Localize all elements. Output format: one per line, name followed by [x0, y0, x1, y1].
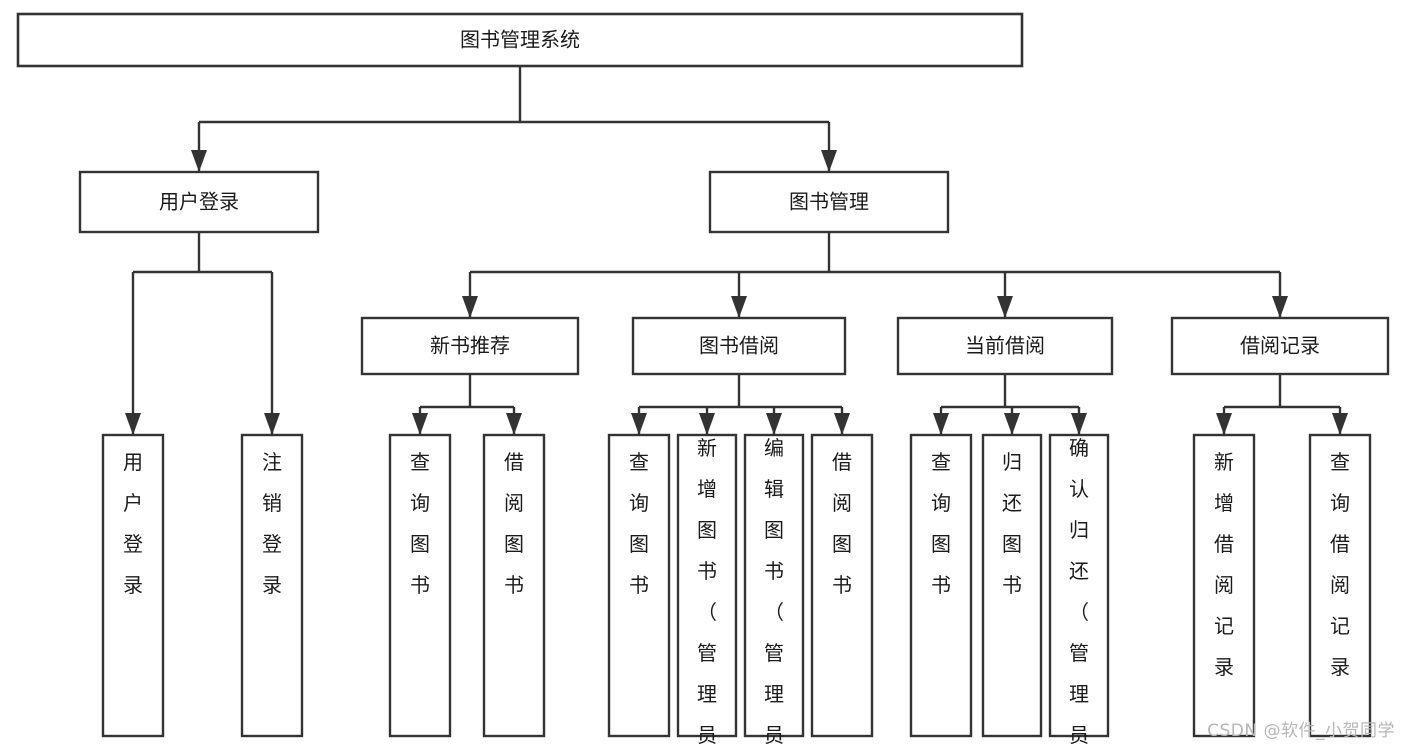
node-借阅图书[interactable]: 借阅图书: [810, 433, 874, 738]
node-注销登录[interactable]: 注销登录: [240, 433, 304, 738]
arrow-head-icon: [1216, 413, 1232, 435]
arrow-head-icon: [506, 413, 522, 435]
arrow-head-icon: [834, 413, 850, 435]
node-box[interactable]: [676, 433, 738, 738]
node-当前借阅[interactable]: 当前借阅: [896, 316, 1114, 376]
node-label: 查询借阅记录: [1330, 450, 1350, 679]
watermark-label: CSDN @软件_小贺同学: [1207, 721, 1395, 741]
node-label: 图书管理系统: [460, 28, 580, 52]
arrow-head-icon: [462, 296, 478, 318]
arrow-head-icon: [821, 150, 837, 172]
arrow-head-icon: [264, 413, 280, 435]
node-归还图书[interactable]: 归还图书: [981, 433, 1043, 738]
node-label: 查询图书: [931, 450, 951, 597]
connector-layer: [125, 66, 1348, 435]
node-查询借阅记录[interactable]: 查询借阅记录: [1308, 433, 1372, 738]
node-用户登录[interactable]: 用户登录: [78, 170, 320, 234]
node-label: 新书推荐: [430, 334, 510, 358]
node-label: 确认归还（管理员）: [1069, 436, 1089, 747]
node-label: 编辑图书（管理员）: [764, 436, 784, 747]
node-label: 借阅图书: [832, 450, 852, 597]
arrow-head-icon: [412, 413, 428, 435]
node-label: 图书借阅: [699, 334, 779, 358]
node-借阅记录[interactable]: 借阅记录: [1170, 316, 1390, 376]
node-box[interactable]: [896, 316, 1114, 376]
node-图书借阅[interactable]: 图书借阅: [631, 316, 847, 376]
node-新增图书管理员[interactable]: 新增图书（管理员）: [676, 433, 738, 747]
node-box[interactable]: [1170, 316, 1390, 376]
node-box[interactable]: [1192, 433, 1256, 738]
arrow-head-icon: [1332, 413, 1348, 435]
node-box[interactable]: [240, 433, 304, 738]
node-box[interactable]: [981, 433, 1043, 738]
arrow-head-icon: [997, 296, 1013, 318]
node-layer: 图书管理系统用户登录用户登录注销登录图书管理新书推荐查询图书借阅图书图书借阅查询…: [16, 12, 1390, 747]
node-label: 借阅图书: [504, 450, 524, 597]
arrow-head-icon: [631, 413, 647, 435]
node-label: 借阅记录: [1240, 334, 1320, 358]
arrow-head-icon: [125, 413, 141, 435]
node-图书管理系统[interactable]: 图书管理系统: [16, 12, 1024, 68]
node-box[interactable]: [101, 433, 165, 738]
node-编辑图书管理员[interactable]: 编辑图书（管理员）: [743, 433, 805, 747]
node-用户登录[interactable]: 用户登录: [101, 433, 165, 738]
node-label: 用户登录: [159, 190, 239, 214]
node-新书推荐[interactable]: 新书推荐: [360, 316, 580, 376]
node-box[interactable]: [1048, 433, 1110, 738]
node-box[interactable]: [909, 433, 973, 738]
node-label: 归还图书: [1002, 450, 1022, 597]
arrow-head-icon: [731, 296, 747, 318]
node-label: 注销登录: [262, 450, 282, 597]
arrow-head-icon: [699, 413, 715, 435]
node-box[interactable]: [482, 433, 546, 738]
node-box[interactable]: [708, 170, 950, 234]
node-确认归还管理员[interactable]: 确认归还（管理员）: [1048, 433, 1110, 747]
node-label: 用户登录: [123, 450, 143, 597]
node-box[interactable]: [631, 316, 847, 376]
node-label: 新增借阅记录: [1214, 450, 1234, 679]
arrow-head-icon: [1071, 413, 1087, 435]
node-查询图书[interactable]: 查询图书: [607, 433, 671, 738]
arrow-head-icon: [766, 413, 782, 435]
node-box[interactable]: [743, 433, 805, 738]
node-label: 查询图书: [410, 450, 430, 597]
node-box[interactable]: [810, 433, 874, 738]
node-新增借阅记录[interactable]: 新增借阅记录: [1192, 433, 1256, 738]
node-借阅图书[interactable]: 借阅图书: [482, 433, 546, 738]
arrow-head-icon: [191, 150, 207, 172]
arrow-head-icon: [1272, 296, 1288, 318]
node-box[interactable]: [360, 316, 580, 376]
node-box[interactable]: [388, 433, 452, 738]
node-查询图书[interactable]: 查询图书: [909, 433, 973, 738]
node-box[interactable]: [607, 433, 671, 738]
node-图书管理[interactable]: 图书管理: [708, 170, 950, 234]
arrow-head-icon: [933, 413, 949, 435]
node-查询图书[interactable]: 查询图书: [388, 433, 452, 738]
node-label: 图书管理: [789, 190, 869, 214]
node-label: 查询图书: [629, 450, 649, 597]
node-box[interactable]: [78, 170, 320, 234]
node-label: 当前借阅: [965, 334, 1045, 358]
node-label: 新增图书（管理员）: [697, 436, 717, 747]
node-box[interactable]: [16, 12, 1024, 68]
arrow-head-icon: [1004, 413, 1020, 435]
node-box[interactable]: [1308, 433, 1372, 738]
